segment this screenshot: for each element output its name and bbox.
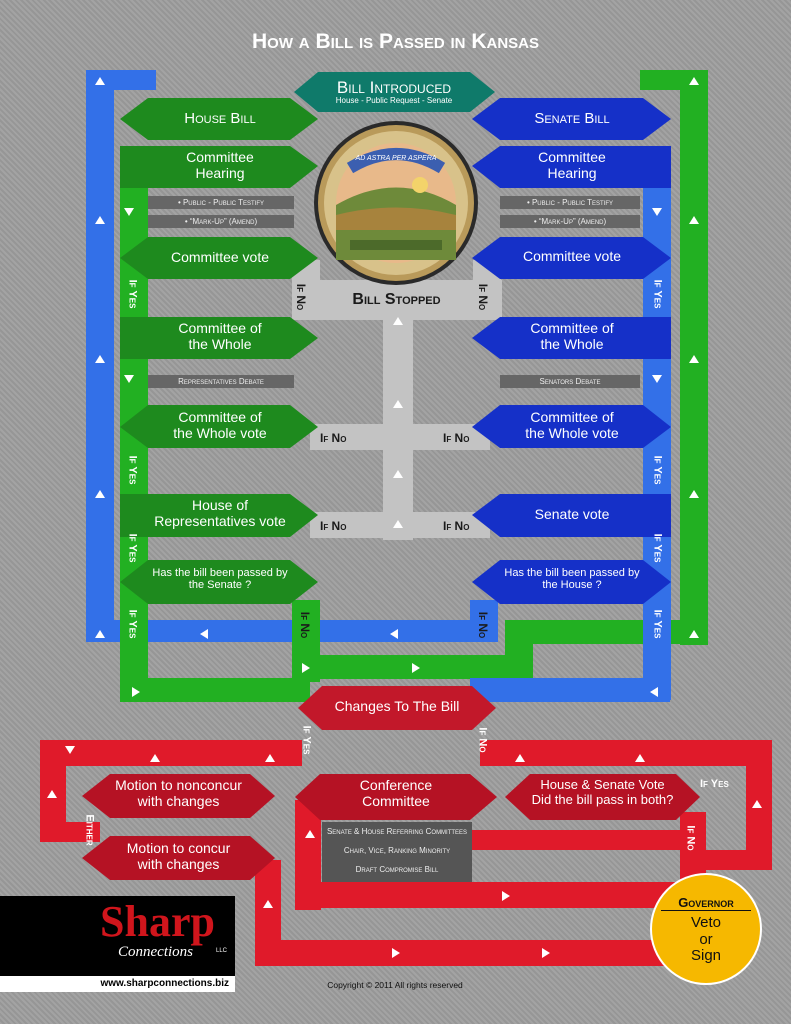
if-yes-left-1: If Yes [126, 279, 139, 309]
bill-introduced-sub: House - Public Request - Senate [335, 96, 453, 105]
brand-block [0, 896, 235, 976]
page-title: How a Bill is Passed in Kansas [251, 30, 540, 53]
governor-circle [651, 874, 761, 984]
if-yes-left-2: If Yes [126, 455, 139, 485]
house-cow-vote: Committee of the Whole vote [173, 409, 267, 441]
senate-hearing-item-1: • Public - Public Testify [500, 196, 640, 209]
senate-bill: Senate Bill [534, 110, 610, 127]
conference-item-1: Senate & House Referring Committees [324, 825, 470, 838]
house-shapes [120, 98, 318, 604]
changes-to-bill: Changes To The Bill [334, 698, 460, 714]
if-no-senate-passed: If No [476, 611, 491, 639]
senate-hearing-item-2: • “Mark-Up” (Amend) [500, 215, 640, 228]
final-vote: House & Senate Vote Did the bill pass in… [531, 777, 674, 807]
house-committee-vote: Committee vote [170, 249, 270, 265]
conference-item-3: Draft Compromise Bill [324, 863, 470, 876]
if-yes-left-3: If Yes [126, 533, 139, 563]
if-yes-right-2: If Yes [651, 455, 664, 485]
brand-url[interactable]: www.sharpconnections.biz [0, 976, 235, 992]
if-no-right-stop: If No [476, 283, 491, 311]
brand-sub: Connections [118, 944, 193, 960]
if-no-house-cow: If No [320, 431, 347, 445]
senate-passed-other: Has the bill been passed by the House ? [504, 567, 640, 592]
if-no-left-stop: If No [294, 283, 309, 311]
if-yes-right-4: If Yes [651, 609, 664, 639]
either-label: Either [83, 814, 96, 846]
bill-introduced-shape [294, 72, 495, 112]
seal-motto: AD ASTRA PER ASPERA [355, 155, 437, 162]
senate-chamber-vote: Senate vote [534, 506, 610, 522]
if-no-changes: If No [476, 727, 489, 753]
if-yes-changes: If Yes [300, 725, 313, 755]
senate-shapes [472, 98, 671, 604]
if-yes-final: If Yes [700, 778, 729, 790]
house-bill: House Bill [184, 110, 256, 127]
house-hearing: Committee Hearing [186, 149, 254, 181]
motion-nonconcur: Motion to nonconcur with changes [115, 777, 242, 809]
if-yes-right-1: If Yes [651, 279, 664, 309]
if-no-house-vote: If No [320, 519, 347, 533]
arrows [47, 77, 762, 958]
brand-name: Sharp [100, 897, 215, 946]
house-passed-other: Has the bill been passed by the Senate ? [152, 567, 288, 592]
if-yes-right-3: If Yes [651, 533, 664, 563]
house-hearing-item-1: • Public - Public Testify [148, 196, 294, 209]
house-cow: Committee of the Whole [178, 320, 262, 352]
copyright: Copyright © 2011 All rights reserved [327, 980, 463, 990]
bill-stopped: Bill Stopped [352, 291, 441, 308]
senate-hearing: Committee Hearing [538, 149, 606, 181]
senate-committee-vote: Committee vote [522, 248, 622, 264]
brand-llc: LLC [216, 948, 228, 954]
house-cow-note: Representatives Debate [148, 375, 294, 388]
senate-cow-note: Senators Debate [500, 375, 640, 388]
governor-title: Governor [661, 895, 751, 911]
house-chamber-vote: House of Representatives vote [154, 497, 286, 529]
house-hearing-item-2: • “Mark-Up” (Amend) [148, 215, 294, 228]
if-no-final: If No [684, 825, 697, 851]
motion-concur: Motion to concur with changes [126, 840, 231, 872]
conference-item-2: Chair, Vice, Ranking Minority [324, 844, 470, 857]
governor-text: Veto or Sign [690, 914, 722, 964]
red-paths [40, 740, 772, 966]
conference-committee: Conference Committee [359, 777, 433, 809]
if-yes-left-4: If Yes [126, 609, 139, 639]
if-no-senate-cow: If No [443, 431, 470, 445]
senate-cow: Committee of the Whole [530, 320, 614, 352]
if-no-senate-vote: If No [443, 519, 470, 533]
if-no-house-passed: If No [298, 611, 313, 639]
senate-cow-vote: Committee of the Whole vote [525, 409, 619, 441]
bill-introduced: Bill Introduced [336, 78, 452, 97]
kansas-seal [314, 121, 478, 285]
